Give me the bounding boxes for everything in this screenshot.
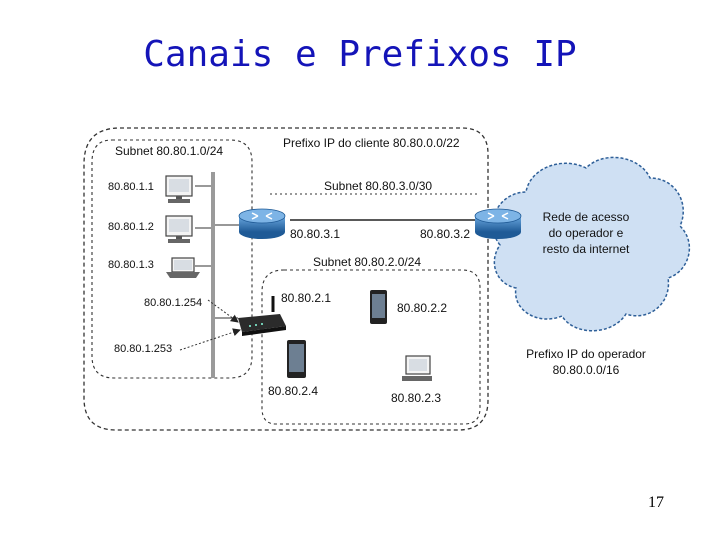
host-label: 80.80.2.1 xyxy=(281,291,331,305)
cloud-label-line1: Rede de acesso xyxy=(543,210,630,224)
host-label: 80.80.1.1 xyxy=(108,181,154,193)
host-label: 80.80.1.253 xyxy=(114,343,172,355)
laptop-icon xyxy=(166,257,200,278)
operator-prefix-line1: Prefixo IP do operador xyxy=(526,347,646,361)
subnet3-label: Subnet 80.80.3.0/30 xyxy=(324,179,432,193)
host-label: 80.80.1.3 xyxy=(108,259,154,271)
host-label: 80.80.3.2 xyxy=(420,227,470,241)
client-prefix-label: Prefixo IP do cliente 80.80.0.0/22 xyxy=(283,136,460,150)
host-label: 80.80.2.4 xyxy=(268,384,318,398)
router-icon xyxy=(238,208,286,239)
desktop-computer-icon xyxy=(165,175,193,203)
page-number: 17 xyxy=(648,494,664,511)
host-label: 80.80.1.2 xyxy=(108,221,154,233)
host-label: 80.80.2.2 xyxy=(397,301,447,315)
host-label: 80.80.3.1 xyxy=(290,227,340,241)
desktop-computer-icon xyxy=(165,215,193,243)
arrow-1-253 xyxy=(179,328,241,351)
host-label: 80.80.2.3 xyxy=(391,391,441,405)
subnet1-label: Subnet 80.80.1.0/24 xyxy=(115,144,223,158)
cloud-label-line2: do operador e xyxy=(549,226,624,240)
desktop-computer-icon xyxy=(402,355,432,381)
cloud-icon xyxy=(492,156,691,332)
host-label: 80.80.1.254 xyxy=(144,297,202,309)
router-icon xyxy=(474,208,522,239)
smartphone-icon xyxy=(287,340,306,378)
smartphone-icon xyxy=(370,290,387,324)
wireless-access-point-icon xyxy=(238,296,286,336)
operator-prefix-line2: 80.80.0.0/16 xyxy=(553,363,620,377)
client-prefix-region xyxy=(83,127,489,431)
subnet2-label: Subnet 80.80.2.0/24 xyxy=(313,255,421,269)
ethernet-bus xyxy=(211,172,215,378)
cloud-label-line3: resto da internet xyxy=(543,242,630,256)
slide-title: Canais e Prefixos IP xyxy=(143,34,577,75)
